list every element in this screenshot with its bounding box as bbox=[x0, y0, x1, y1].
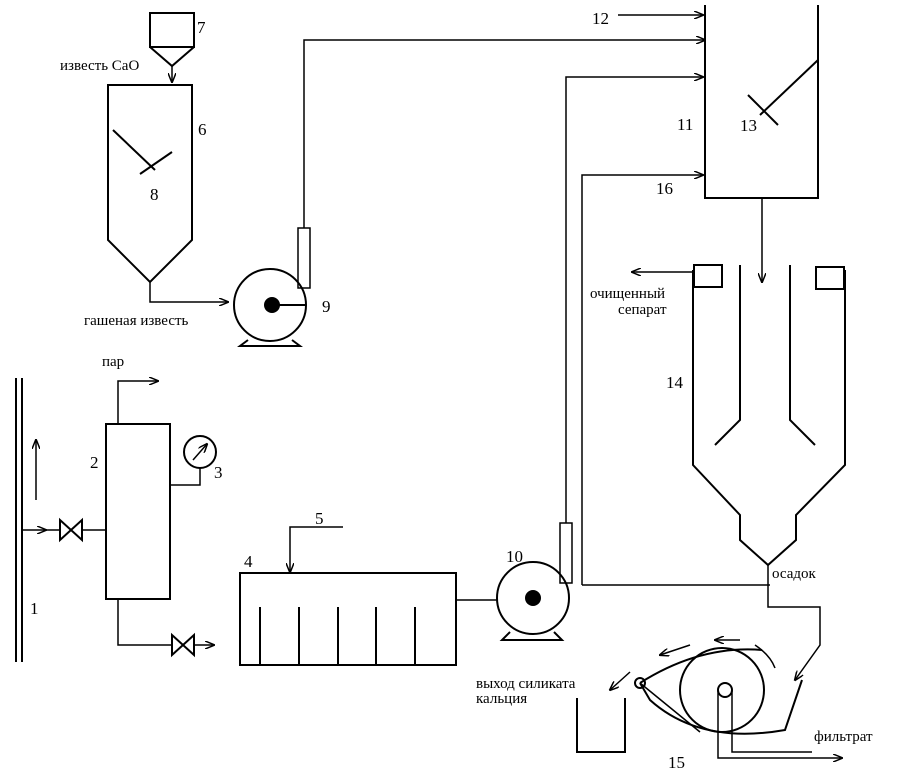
label-6: 6 bbox=[198, 120, 207, 139]
label-silicate-2: кальция bbox=[476, 691, 527, 707]
settling-tank-4 bbox=[239, 526, 498, 666]
label-steam: пар bbox=[102, 354, 124, 370]
agitator-13 bbox=[747, 59, 819, 126]
label-purified-2: сепарат bbox=[618, 302, 667, 318]
pressure-gauge-3 bbox=[170, 435, 217, 486]
separator-14 bbox=[632, 264, 846, 680]
label-purified-1: очищенный bbox=[590, 286, 665, 302]
label-3: 3 bbox=[214, 463, 223, 482]
drum-filter-15 bbox=[576, 640, 842, 758]
label-silicate-1: выход силиката bbox=[476, 676, 576, 692]
label-15: 15 bbox=[668, 753, 685, 772]
label-sediment: осадок bbox=[772, 566, 817, 582]
label-filtrate: фильтрат bbox=[814, 729, 873, 745]
pump-10 bbox=[496, 522, 573, 641]
label-2: 2 bbox=[90, 453, 99, 472]
agitator-8 bbox=[112, 129, 173, 175]
label-4: 4 bbox=[244, 552, 253, 571]
label-13: 13 bbox=[740, 116, 757, 135]
lime-slaker-6 bbox=[107, 84, 228, 302]
label-10: 10 bbox=[506, 547, 523, 566]
label-5: 5 bbox=[315, 509, 324, 528]
label-7: 7 bbox=[197, 18, 206, 37]
label-8: 8 bbox=[150, 185, 159, 204]
label-12: 12 bbox=[592, 9, 609, 28]
lime-hopper-7 bbox=[149, 12, 195, 82]
label-lime-cao: известь CaO bbox=[60, 58, 139, 74]
valve-inlet bbox=[46, 517, 106, 543]
label-9: 9 bbox=[322, 297, 331, 316]
reactor-tank-11 bbox=[704, 5, 819, 282]
label-slaked-lime: гашеная известь bbox=[84, 313, 189, 329]
pump-9 bbox=[233, 40, 705, 347]
vessel-2 bbox=[105, 381, 217, 658]
label-14: 14 bbox=[666, 373, 684, 392]
label-11: 11 bbox=[677, 115, 693, 134]
column-1 bbox=[15, 378, 46, 662]
line-from-pump-10 bbox=[565, 77, 703, 523]
label-1: 1 bbox=[30, 599, 39, 618]
return-line-16 bbox=[581, 175, 703, 585]
label-16: 16 bbox=[656, 179, 673, 198]
